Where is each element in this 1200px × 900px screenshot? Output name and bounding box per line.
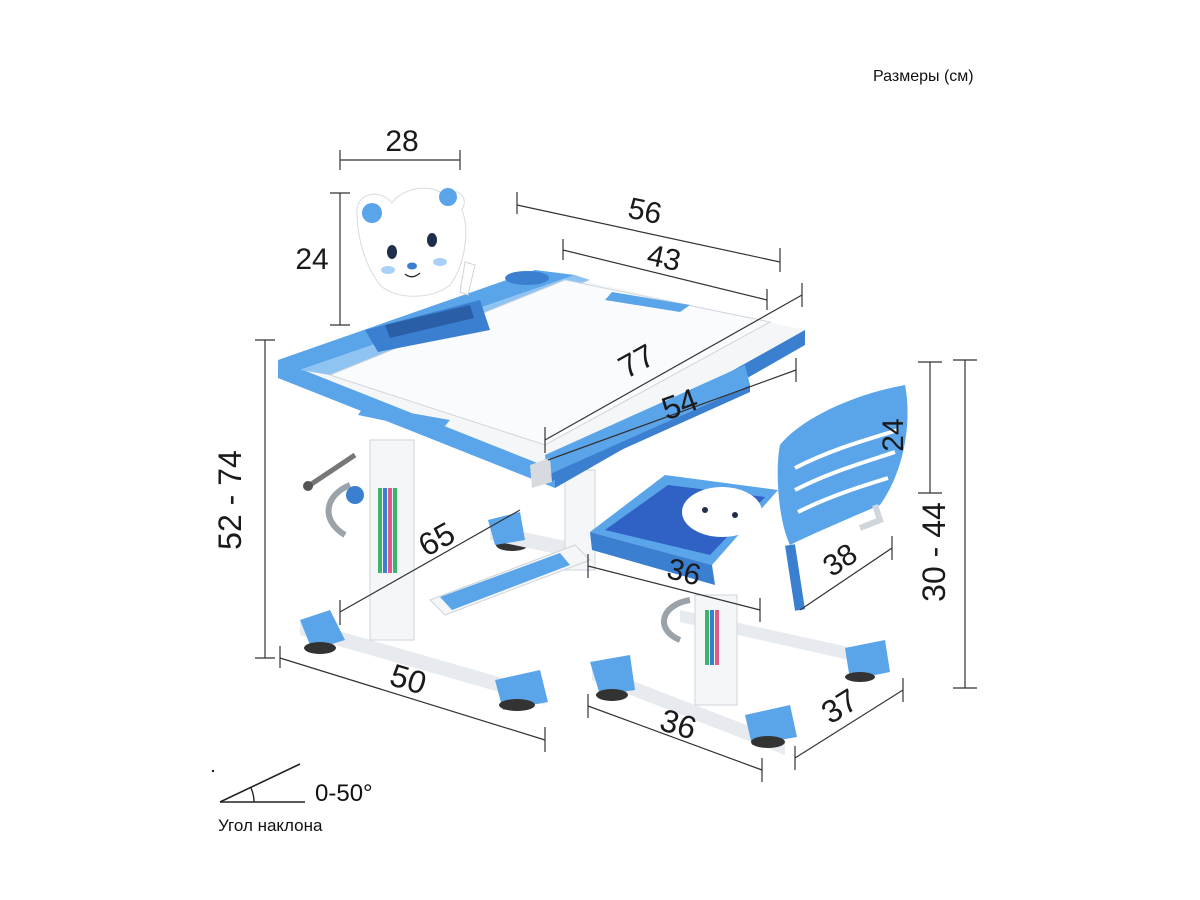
bear-book-holder: [356, 187, 476, 297]
holder-width-label: 28: [385, 125, 418, 158]
desk-depth-inner-label: 43: [644, 239, 684, 278]
desk-depth-top-label: 56: [625, 192, 665, 231]
chair-illustration: [590, 385, 908, 755]
desk-illustration: [278, 187, 805, 711]
chair-back-height-label: 24: [877, 418, 910, 451]
desk-height-label: 52 - 74: [212, 450, 248, 550]
chair-base-depth-label: 37: [815, 681, 864, 730]
chair-seat-depth-label: 38: [817, 537, 863, 583]
tilt-angle-icon: [211, 763, 305, 803]
footrest-depth-label: 65: [412, 515, 461, 564]
chair-seat-width-label: 36: [664, 552, 704, 592]
holder-height-label: 24: [295, 243, 328, 276]
dimension-lines: [255, 150, 977, 782]
tilt-range-value: 0-50°: [315, 780, 373, 807]
units-label: Размеры (см): [873, 68, 974, 85]
height-scale: [378, 488, 397, 573]
tilt-angle-label: Угол наклона: [218, 816, 323, 835]
chair-height-label: 30 - 44: [916, 502, 952, 602]
